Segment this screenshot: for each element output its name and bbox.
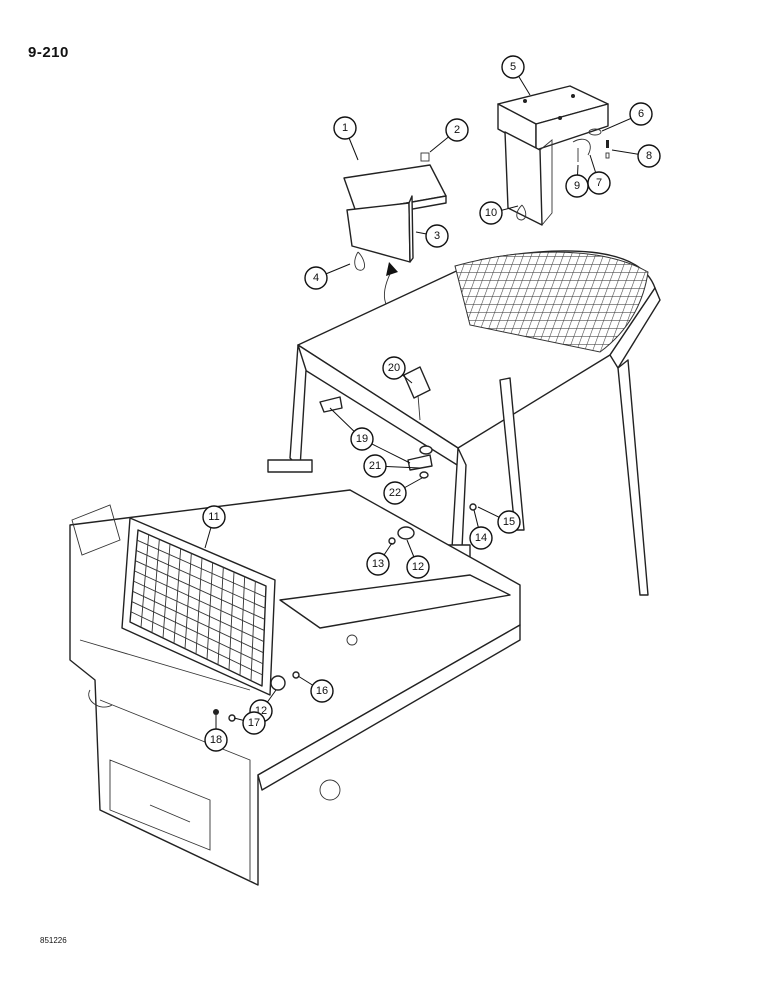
seat-cushion-assembly [343, 152, 447, 271]
callout-19-label: 19 [356, 433, 368, 445]
callout-22: 22 [383, 477, 423, 505]
callout-5-circle [501, 55, 525, 79]
callout-10-label: 10 [485, 207, 497, 219]
hardware-fasteners [213, 394, 477, 722]
callout-14-circle [469, 526, 493, 550]
callout-5: 5 [501, 55, 531, 96]
callout-2-circle [445, 118, 469, 142]
callout-6-circle [629, 102, 653, 126]
callout-22-circle [383, 481, 407, 505]
callout-16-label: 16 [316, 685, 328, 697]
callout-22-label: 22 [389, 487, 401, 499]
callout-12a: 12 [406, 539, 430, 579]
callout-3-label: 3 [434, 230, 440, 242]
callout-8-circle [637, 144, 661, 168]
callout-13-label: 13 [372, 558, 384, 570]
callout-17-label: 17 [248, 717, 260, 729]
callout-10-circle [479, 201, 503, 225]
callout-21: 21 [363, 454, 421, 478]
callout-18-label: 18 [210, 734, 222, 746]
callout-19-circle [350, 427, 374, 451]
callout-20: 20 [382, 356, 413, 384]
callout-13: 13 [366, 542, 393, 576]
callout-12a-circle [406, 555, 430, 579]
callout-4-circle [304, 266, 328, 290]
callout-16-circle [310, 679, 334, 703]
callout-6-label: 6 [638, 108, 644, 120]
callout-16: 16 [297, 675, 334, 703]
callout-11: 11 [202, 505, 226, 549]
callout-19: 19 [329, 407, 411, 464]
callout-15-label: 15 [503, 516, 515, 528]
callout-1-label: 1 [342, 122, 348, 134]
callout-17-circle [242, 711, 266, 735]
callout-17: 17 [233, 711, 266, 735]
callout-11-circle [202, 505, 226, 529]
callout-21-circle [363, 454, 387, 478]
callout-12a-label: 12 [412, 561, 424, 573]
callout-18: 18 [204, 715, 228, 752]
callout-18-circle [204, 728, 228, 752]
callout-15-circle [497, 510, 521, 534]
callout-8: 8 [611, 144, 661, 168]
callout-5-label: 5 [510, 61, 516, 73]
callout-13-circle [366, 552, 390, 576]
callout-1-circle [333, 116, 357, 140]
callout-8-label: 8 [646, 150, 652, 162]
canopy-frame [267, 250, 661, 596]
callout-21-label: 21 [369, 460, 381, 472]
callout-14: 14 [469, 509, 493, 550]
callout-10: 10 [479, 201, 519, 225]
callout-6: 6 [601, 102, 653, 132]
callout-7-label: 7 [596, 177, 602, 189]
reference-code: 851226 [40, 936, 67, 945]
callout-20-label: 20 [388, 362, 400, 374]
callout-4: 4 [304, 263, 351, 290]
callout-9-circle [565, 174, 589, 198]
storage-box-assembly [497, 85, 610, 226]
callout-3: 3 [415, 224, 449, 248]
callout-1: 1 [333, 116, 359, 161]
callout-3-circle [425, 224, 449, 248]
callout-9-label: 9 [574, 180, 580, 192]
callout-9: 9 [565, 164, 589, 198]
page-number: 9-210 [28, 44, 69, 61]
callout-2: 2 [429, 118, 469, 153]
front-screen-grille [121, 517, 276, 696]
callout-4-label: 4 [313, 272, 319, 284]
callout-20-circle [382, 356, 406, 380]
callout-15: 15 [477, 506, 521, 534]
callout-11-label: 11 [208, 511, 219, 523]
callout-7: 7 [587, 154, 611, 195]
callout-2-label: 2 [454, 124, 460, 136]
callout-14-label: 14 [475, 532, 487, 544]
